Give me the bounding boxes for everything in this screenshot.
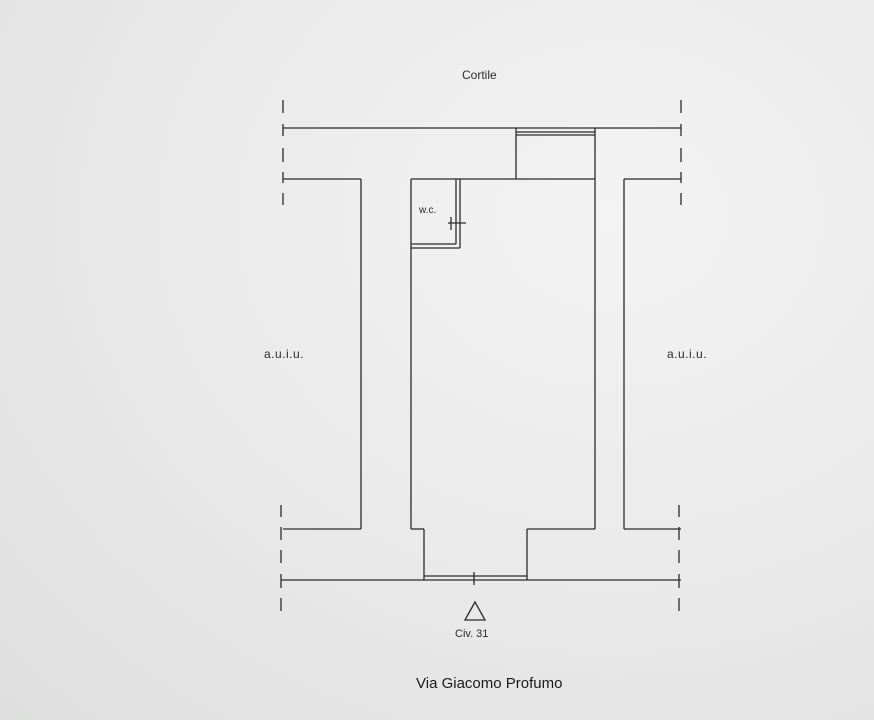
street-name-label: Via Giacomo Profumo — [416, 675, 563, 692]
civic-number-label: Civ. 31 — [455, 628, 489, 640]
entrance-triangle-icon — [463, 600, 487, 621]
left-unit-label: a.u.i.u. — [264, 347, 305, 361]
courtyard-label: Cortile — [462, 68, 497, 82]
right-unit-label: a.u.i.u. — [667, 347, 708, 361]
wc-label: w.c. — [419, 205, 437, 216]
